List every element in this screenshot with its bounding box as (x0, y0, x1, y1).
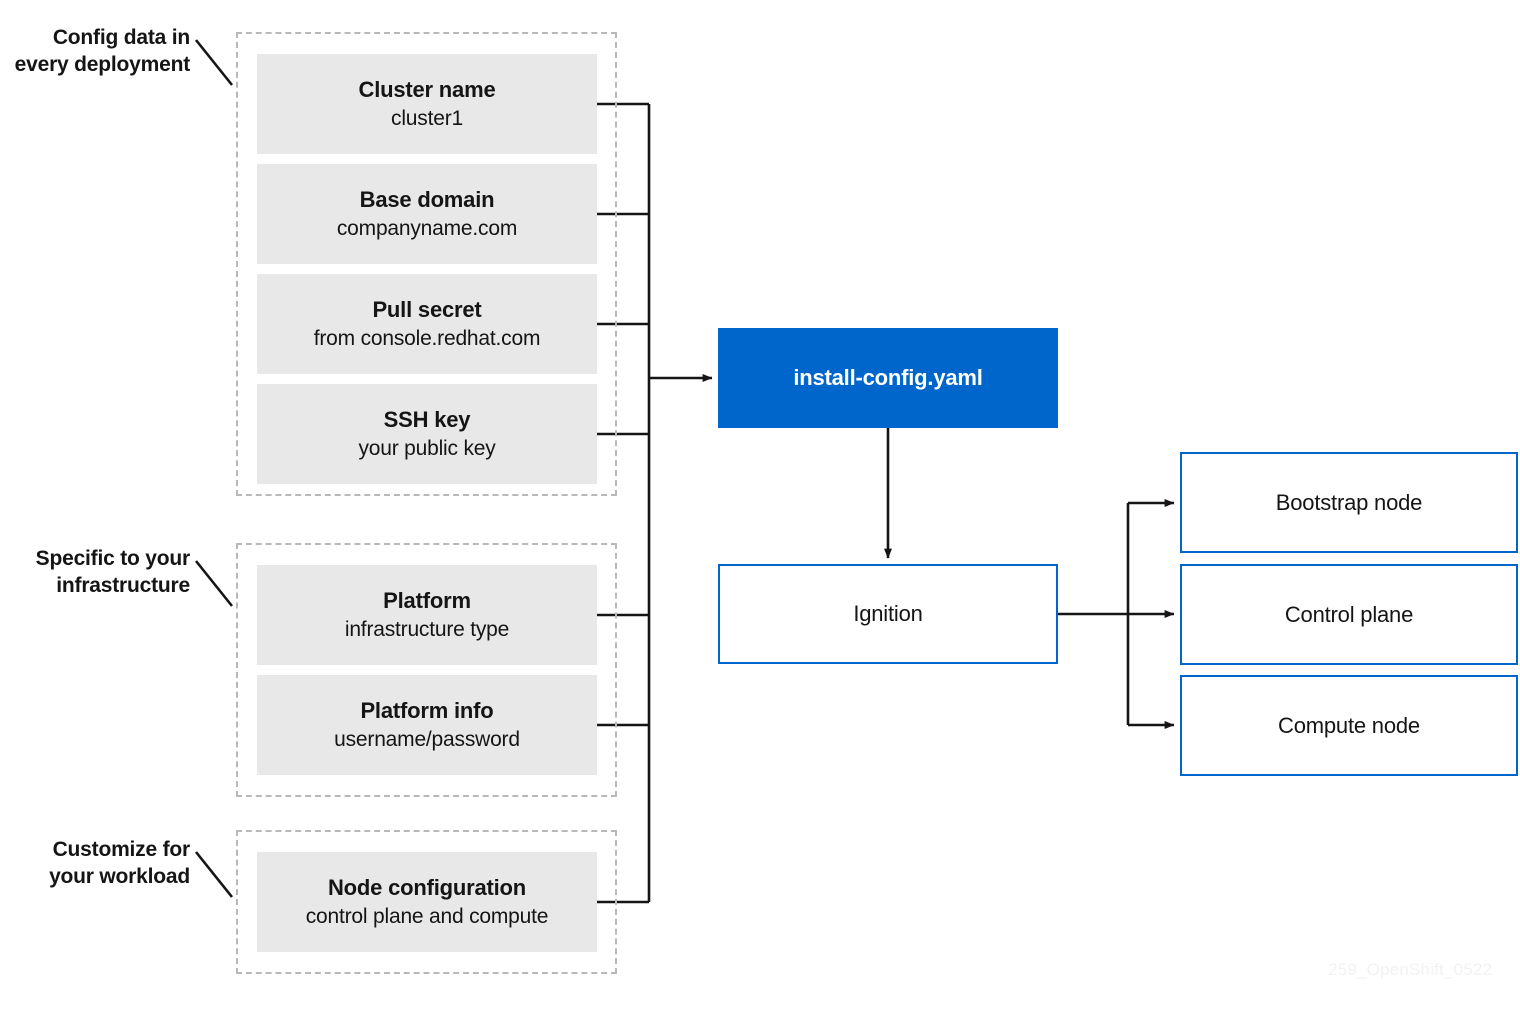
card-base-domain-subtitle: companyname.com (336, 216, 518, 240)
leader-line-workload (194, 851, 234, 898)
card-platform-info: Platform info username/password (257, 675, 597, 775)
box-control-plane: Control plane (1180, 564, 1518, 665)
card-pull-secret: Pull secret from console.redhat.com (257, 274, 597, 374)
callout-infrastructure-line2: infrastructure (56, 574, 190, 598)
box-compute-node: Compute node (1180, 675, 1518, 776)
card-cluster-name: Cluster name cluster1 (257, 54, 597, 154)
card-pull-secret-title: Pull secret (372, 296, 482, 322)
card-ssh-key-title: SSH key (383, 406, 471, 432)
box-bootstrap-node: Bootstrap node (1180, 452, 1518, 553)
group-infrastructure (236, 543, 617, 797)
box-install-config-label: install-config.yaml (793, 365, 983, 390)
card-node-configuration-title: Node configuration (327, 874, 527, 900)
callout-config-data-line2: every deployment (14, 53, 191, 77)
callout-config-data: Config data in every deployment (0, 24, 191, 79)
card-cluster-name-title: Cluster name (358, 76, 496, 102)
box-install-config: install-config.yaml (718, 328, 1058, 428)
callout-workload: Customize for your workload (0, 836, 190, 891)
group-common-config (236, 32, 617, 496)
callout-infrastructure: Specific to your infrastructure (0, 545, 191, 600)
card-base-domain-title: Base domain (359, 186, 495, 212)
box-control-plane-label: Control plane (1284, 601, 1414, 627)
watermark-label: 259_OpenShift_0522 (1328, 960, 1493, 979)
card-node-configuration-subtitle: control plane and compute (305, 904, 549, 928)
card-cluster-name-subtitle: cluster1 (391, 106, 463, 130)
card-platform-subtitle: infrastructure type (344, 617, 510, 641)
callout-workload-line2: your workload (49, 865, 190, 889)
box-bootstrap-node-label: Bootstrap node (1275, 489, 1423, 515)
box-compute-node-label: Compute node (1278, 712, 1420, 738)
card-platform-info-title: Platform info (360, 697, 494, 723)
callout-config-data-line1: Config data in (52, 26, 190, 49)
card-base-domain: Base domain companyname.com (257, 164, 597, 264)
card-platform: Platform infrastructure type (257, 565, 597, 665)
card-ssh-key: SSH key your public key (257, 384, 597, 484)
card-node-configuration: Node configuration control plane and com… (257, 852, 597, 952)
box-ignition-label: Ignition (853, 601, 923, 626)
leader-line-infrastructure (194, 560, 234, 607)
card-ssh-key-subtitle: your public key (358, 436, 496, 460)
leader-line-config-data (194, 39, 234, 86)
group-workload (236, 830, 617, 974)
callout-infrastructure-line1: Specific to your (35, 547, 191, 570)
card-platform-title: Platform (383, 587, 471, 613)
box-ignition: Ignition (718, 564, 1058, 664)
card-pull-secret-subtitle: from console.redhat.com (313, 326, 541, 350)
card-platform-info-subtitle: username/password (334, 727, 520, 751)
callout-workload-line1: Customize for (52, 838, 191, 861)
